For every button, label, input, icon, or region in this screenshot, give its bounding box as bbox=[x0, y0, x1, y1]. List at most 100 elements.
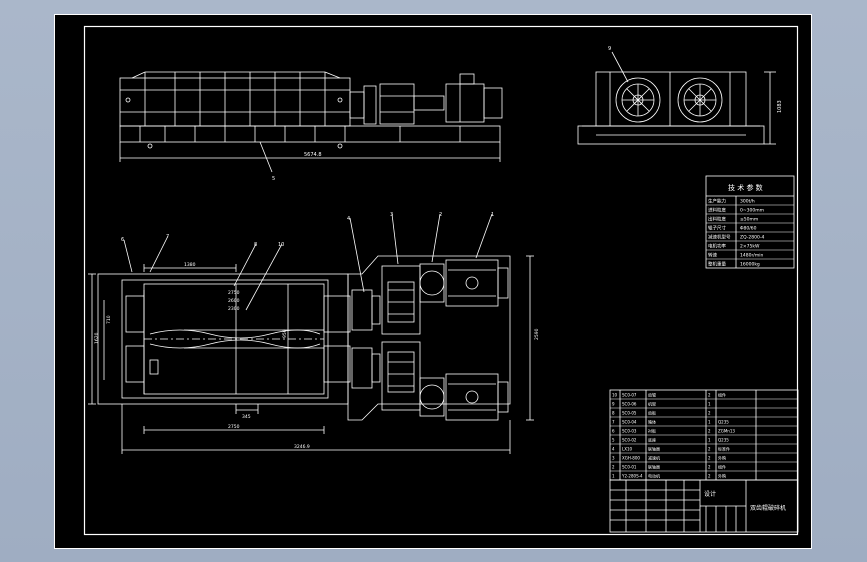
tech-param-value: ZQ-2800-4 bbox=[740, 235, 764, 241]
parts-cell: 2 bbox=[708, 429, 711, 434]
dim-2750-top: 2750 bbox=[228, 290, 240, 296]
tech-param-value: ≤50mm bbox=[740, 217, 758, 223]
dim-3246: 3246.9 bbox=[294, 444, 310, 450]
parts-cell: 10 bbox=[612, 393, 618, 398]
tech-param-name: 进料粒度 bbox=[708, 207, 726, 214]
dim-1620: 1620 bbox=[94, 332, 100, 344]
sheet-inner-border bbox=[83, 25, 799, 536]
side-elevation-view bbox=[577, 51, 776, 145]
sheet-outer-border bbox=[54, 14, 812, 549]
dim-2600: 2600 bbox=[228, 298, 240, 304]
parts-cell: XGH-800 bbox=[622, 456, 640, 461]
parts-cell: 衬板 bbox=[648, 428, 656, 434]
parts-cell: 1 bbox=[708, 438, 711, 443]
parts-cell: 9 bbox=[612, 402, 615, 407]
sheet-background bbox=[54, 14, 812, 549]
parts-cell: 齿辊 bbox=[648, 392, 656, 398]
balloon-4: 4 bbox=[347, 216, 350, 222]
dim-1380: 1380 bbox=[184, 262, 196, 268]
parts-cell: 6 bbox=[612, 429, 615, 434]
tech-param-name: 辊子尺寸 bbox=[708, 225, 726, 232]
title-block-drawing-name: 双齿辊破碎机 bbox=[750, 504, 786, 512]
tech-param-value: 300t/h bbox=[740, 199, 755, 205]
parts-cell: LX10 bbox=[622, 447, 633, 452]
parts-cell: 2 bbox=[708, 465, 711, 470]
parts-cell: SC0-07 bbox=[622, 393, 637, 398]
parts-cell: 2 bbox=[708, 393, 711, 398]
parts-cell: 8 bbox=[612, 411, 615, 416]
parts-cell: SC0-04 bbox=[622, 420, 637, 425]
parts-cell: 机架 bbox=[648, 401, 656, 407]
parts-cell: 5 bbox=[612, 438, 615, 443]
tech-param-value: 1480r/min bbox=[740, 253, 763, 259]
height-dimension-label: 1083 bbox=[777, 100, 783, 113]
parts-cell: 减速机 bbox=[648, 455, 660, 461]
parts-cell: 齿板 bbox=[648, 410, 656, 416]
tech-param-value: Φ80/60 bbox=[740, 226, 757, 232]
dim-345: 345 bbox=[242, 414, 251, 420]
parts-cell: 2 bbox=[708, 474, 711, 479]
parts-cell: 外购 bbox=[718, 473, 726, 479]
tech-param-value: 16000kg bbox=[740, 262, 760, 268]
dim-2300: 2300 bbox=[228, 306, 240, 312]
front-elevation-view bbox=[119, 71, 503, 173]
parts-cell: 底座 bbox=[648, 437, 656, 443]
parts-cell: 联轴器 bbox=[648, 446, 660, 452]
title-block-frame bbox=[609, 479, 799, 533]
tech-param-value: 0~300mm bbox=[740, 208, 764, 214]
parts-cell: 1 bbox=[708, 402, 711, 407]
parts-cell: SC0-05 bbox=[622, 411, 637, 416]
tech-table-title: 技 术 参 数 bbox=[728, 183, 763, 192]
tech-table-rows: 生产能力 300t/h 进料粒度 0~300mm 出料粒度 ≤50mm 辊子尺寸 Φ80/60… bbox=[706, 198, 794, 268]
parts-cell: Q235 bbox=[718, 420, 729, 425]
tech-param-name: 出料粒度 bbox=[708, 216, 726, 223]
parts-cell: SC0-02 bbox=[622, 438, 637, 443]
parts-cell: 2 bbox=[708, 411, 711, 416]
length-dimension-label: 5674.8 bbox=[304, 152, 322, 158]
dim-2750-bottom: 2750 bbox=[228, 424, 240, 430]
parts-cell: SC0-03 bbox=[622, 429, 637, 434]
parts-cell: 2 bbox=[612, 465, 615, 470]
parts-cell: Y2-280S-4 bbox=[621, 474, 643, 479]
parts-cell: 组件 bbox=[718, 392, 726, 398]
parts-cell: 组件 bbox=[718, 464, 726, 470]
tech-param-value: 2×75kW bbox=[740, 244, 760, 250]
parts-cell: ZGMn13 bbox=[718, 429, 735, 434]
parts-cell: 电动机 bbox=[648, 473, 660, 479]
parts-cell: 标准件 bbox=[718, 446, 730, 452]
balloon-label-5: 5 bbox=[272, 176, 275, 182]
balloon-1: 1 bbox=[491, 212, 494, 218]
parts-cell: 7 bbox=[612, 420, 615, 425]
tech-param-name: 生产能力 bbox=[708, 198, 726, 205]
parts-cell: 箱体 bbox=[648, 419, 656, 425]
parts-cell: 3 bbox=[612, 456, 615, 461]
parts-cell: SC0-01 bbox=[622, 465, 637, 470]
balloon-2: 2 bbox=[439, 212, 442, 218]
parts-cell: 2 bbox=[708, 456, 711, 461]
parts-cell: Q235 bbox=[718, 438, 729, 443]
tech-param-name: 电机功率 bbox=[708, 243, 726, 250]
parts-cell: 联轴器 bbox=[648, 464, 660, 470]
parts-cell: 1 bbox=[612, 474, 615, 479]
balloon-label-9: 9 bbox=[608, 46, 611, 52]
tech-param-name: 减速机型号 bbox=[708, 234, 731, 241]
tech-param-name: 整机重量 bbox=[708, 261, 726, 268]
parts-cell: 外购 bbox=[718, 455, 726, 461]
balloon-8: 8 bbox=[254, 242, 257, 248]
plan-view bbox=[88, 213, 534, 454]
dim-2590: 2590 bbox=[534, 328, 540, 340]
parts-cell: 1 bbox=[708, 420, 711, 425]
parts-cell: 4 bbox=[612, 447, 615, 452]
balloon-7: 7 bbox=[166, 234, 169, 240]
title-block-designer: 设计 bbox=[704, 490, 716, 498]
balloon-10: 10 bbox=[278, 242, 284, 248]
parts-cell: 2 bbox=[708, 447, 711, 452]
balloon-6: 6 bbox=[121, 237, 124, 243]
parts-table-rows: 10 SC0-07 齿辊 2 组件 9 SC0-06 机架 1 8 SC0-05 齿板 2 7 SC0-04… bbox=[610, 392, 798, 479]
balloon-3: 3 bbox=[390, 212, 393, 218]
dim-950: 950 bbox=[282, 329, 288, 338]
tech-param-name: 转速 bbox=[708, 252, 717, 259]
parts-cell: SC0-06 bbox=[622, 402, 637, 407]
